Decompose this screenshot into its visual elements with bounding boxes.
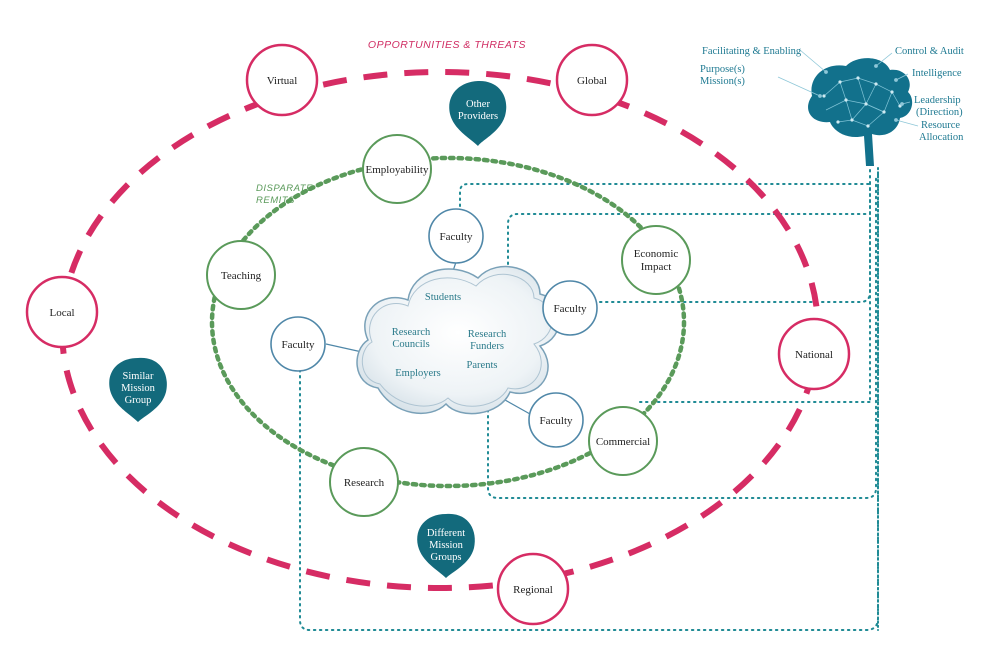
- svg-text:Regional: Regional: [513, 584, 553, 596]
- cloud-employers: Employers: [395, 368, 441, 379]
- cloud-research-councils-line1: Research: [392, 327, 431, 338]
- svg-text:Faculty: Faculty: [540, 415, 573, 427]
- inner-node-economic-impact: Economic Impact: [621, 225, 691, 295]
- brain-label-facilitating: Facilitating & Enabling: [702, 46, 802, 57]
- other-providers-blob: Other Providers: [449, 80, 507, 146]
- brain-icon: [808, 58, 913, 166]
- svg-text:Mission: Mission: [429, 540, 464, 551]
- outer-node-national: National: [777, 317, 851, 391]
- svg-text:Groups: Groups: [431, 552, 462, 563]
- svg-text:Teaching: Teaching: [221, 270, 262, 282]
- faculty-node-left: Faculty: [270, 316, 326, 372]
- faculty-node-top: Faculty: [428, 208, 484, 264]
- cloud-research-councils-line2: Councils: [392, 339, 429, 350]
- svg-text:Global: Global: [577, 75, 607, 87]
- inner-node-employability: Employability: [362, 134, 432, 204]
- svg-text:Faculty: Faculty: [440, 231, 473, 243]
- stakeholder-cloud: Students Research Councils Research Fund…: [356, 265, 561, 415]
- svg-text:Economic: Economic: [634, 248, 679, 260]
- disparate-remits-ring: [209, 155, 687, 489]
- svg-text:Virtual: Virtual: [267, 75, 298, 87]
- outer-node-virtual: Virtual: [245, 43, 319, 117]
- brain-label-purpose: Purpose(s): [700, 64, 745, 75]
- svg-text:Other: Other: [466, 99, 490, 110]
- svg-text:Impact: Impact: [641, 261, 672, 273]
- brain-label-resource: Resource: [921, 120, 960, 131]
- brain-label-mission: Mission(s): [700, 76, 745, 87]
- svg-text:Faculty: Faculty: [282, 339, 315, 351]
- cloud-research-funders-line2: Funders: [470, 341, 504, 352]
- inner-node-commercial: Commercial: [588, 406, 658, 476]
- brain-label-direction: (Direction): [916, 107, 963, 118]
- outer-node-regional: Regional: [496, 552, 570, 626]
- svg-text:Different: Different: [427, 528, 465, 539]
- cloud-students: Students: [425, 292, 461, 303]
- disparate-remits-title-line2: REMITS: [256, 195, 295, 206]
- svg-text:Similar: Similar: [123, 371, 154, 382]
- faculty-node-right: Faculty: [542, 280, 598, 336]
- opportunities-threats-title: OPPORTUNITIES & THREATS: [368, 39, 526, 51]
- svg-text:Faculty: Faculty: [554, 303, 587, 315]
- svg-text:Commercial: Commercial: [596, 436, 650, 448]
- inner-node-teaching: Teaching: [206, 240, 276, 310]
- brain-label-intelligence: Intelligence: [912, 68, 962, 79]
- outer-node-local: Local: [25, 275, 99, 349]
- svg-text:Employability: Employability: [366, 164, 429, 176]
- faculty-connectors: [299, 167, 879, 631]
- outer-node-global: Global: [555, 43, 629, 117]
- svg-text:Group: Group: [125, 395, 152, 406]
- svg-text:Providers: Providers: [458, 111, 498, 122]
- inner-node-research: Research: [329, 447, 399, 517]
- disparate-remits-title-line1: DISPARATE: [256, 183, 313, 194]
- cloud-parents: Parents: [467, 360, 498, 371]
- brain-label-pointers: [777, 49, 919, 127]
- different-mission-groups-blob: Different Mission Groups: [417, 513, 475, 578]
- similar-mission-group-blob: Similar Mission Group: [109, 357, 167, 422]
- svg-text:Research: Research: [344, 477, 385, 489]
- brain-label-allocation: Allocation: [919, 132, 964, 143]
- brain-label-control-audit: Control & Audit: [895, 46, 964, 57]
- svg-text:Local: Local: [49, 307, 74, 319]
- svg-text:National: National: [795, 349, 833, 361]
- brain-label-leadership: Leadership: [914, 95, 961, 106]
- faculty-node-bottom: Faculty: [528, 392, 584, 448]
- cloud-research-funders-line1: Research: [468, 329, 507, 340]
- svg-text:Mission: Mission: [121, 383, 156, 394]
